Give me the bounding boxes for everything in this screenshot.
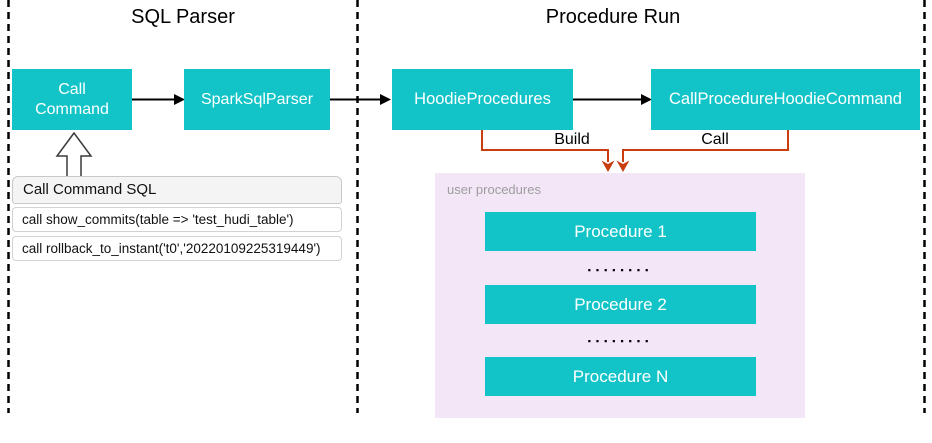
node-call-command: Call Command: [12, 69, 132, 130]
edge-label-call: Call: [701, 131, 729, 148]
sql-examples-card: Call Command SQL call show_commits(table…: [12, 176, 342, 265]
user-procedures-container: user procedures Procedure 1 ▪▪▪▪▪▪▪▪ Pro…: [435, 173, 805, 418]
arrow-callcommand-to-sparksqlparser: [132, 94, 185, 105]
hollow-up-arrow-icon: [55, 131, 93, 178]
connector-call: [616, 129, 789, 172]
edge-label-build: Build: [554, 131, 590, 148]
sql-card-header: Call Command SQL: [12, 176, 342, 204]
sql-example-row: call rollback_to_instant('t0','202201092…: [12, 236, 342, 261]
node-sparksqlparser: SparkSqlParser: [184, 69, 330, 130]
node-callprocedurehoodiecommand: CallProcedureHoodieCommand: [651, 69, 920, 130]
connector-build: [481, 129, 615, 172]
user-procedures-label: user procedures: [447, 182, 541, 197]
ellipsis-separator: ▪▪▪▪▪▪▪▪: [587, 336, 654, 346]
arrow-sparksqlparser-to-hoodieprocedures: [330, 94, 391, 105]
procedure-run-section-title: Procedure Run: [545, 6, 681, 28]
sql-parser-section-title: SQL Parser: [131, 6, 235, 28]
procedure-box-2: Procedure 2: [485, 285, 756, 324]
procedure-box-1: Procedure 1: [485, 212, 756, 251]
ellipsis-separator: ▪▪▪▪▪▪▪▪: [587, 265, 654, 275]
sql-example-row: call show_commits(table => 'test_hudi_ta…: [12, 207, 342, 232]
node-hoodieprocedures: HoodieProcedures: [392, 69, 573, 130]
procedure-box-n: Procedure N: [485, 357, 756, 396]
arrow-hoodieprocedures-to-callprocedure: [573, 94, 652, 105]
